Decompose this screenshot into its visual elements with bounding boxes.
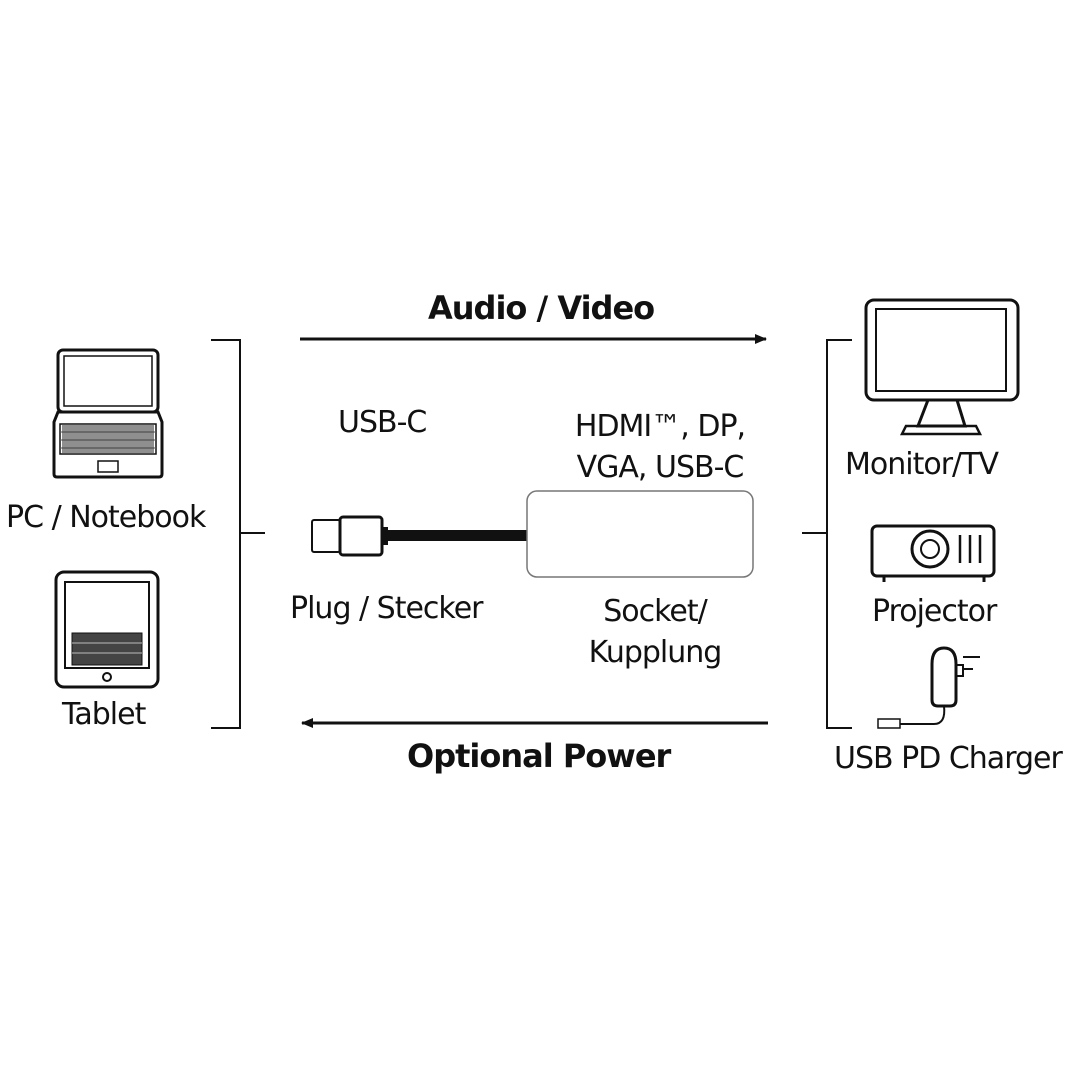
monitor-label: Monitor/TV — [845, 447, 999, 482]
adapter-socket-box — [526, 490, 754, 578]
tablet-label: Tablet — [62, 697, 146, 732]
laptop-icon — [52, 348, 164, 479]
right-bracket — [802, 339, 852, 729]
pc-notebook-label: PC / Notebook — [6, 500, 206, 535]
tablet-icon — [54, 570, 160, 689]
socket-label: Socket/ Kupplung — [588, 594, 723, 670]
monitor-icon — [864, 298, 1020, 436]
left-bracket — [211, 339, 265, 729]
audio-video-label: Audio / Video — [428, 289, 655, 327]
projector-icon — [870, 524, 996, 582]
optional-power-label: Optional Power — [407, 737, 671, 775]
charger-label: USB PD Charger — [834, 741, 1063, 776]
usb-c-plug — [311, 515, 388, 557]
socket-types-label: HDMI™, DP, VGA, USB-C — [574, 409, 746, 485]
charger-icon — [877, 646, 980, 729]
adapter-cable — [388, 530, 530, 541]
plug-label: Plug / Stecker — [290, 591, 484, 626]
projector-label: Projector — [872, 594, 997, 629]
plug-type-label: USB-C — [338, 405, 427, 440]
